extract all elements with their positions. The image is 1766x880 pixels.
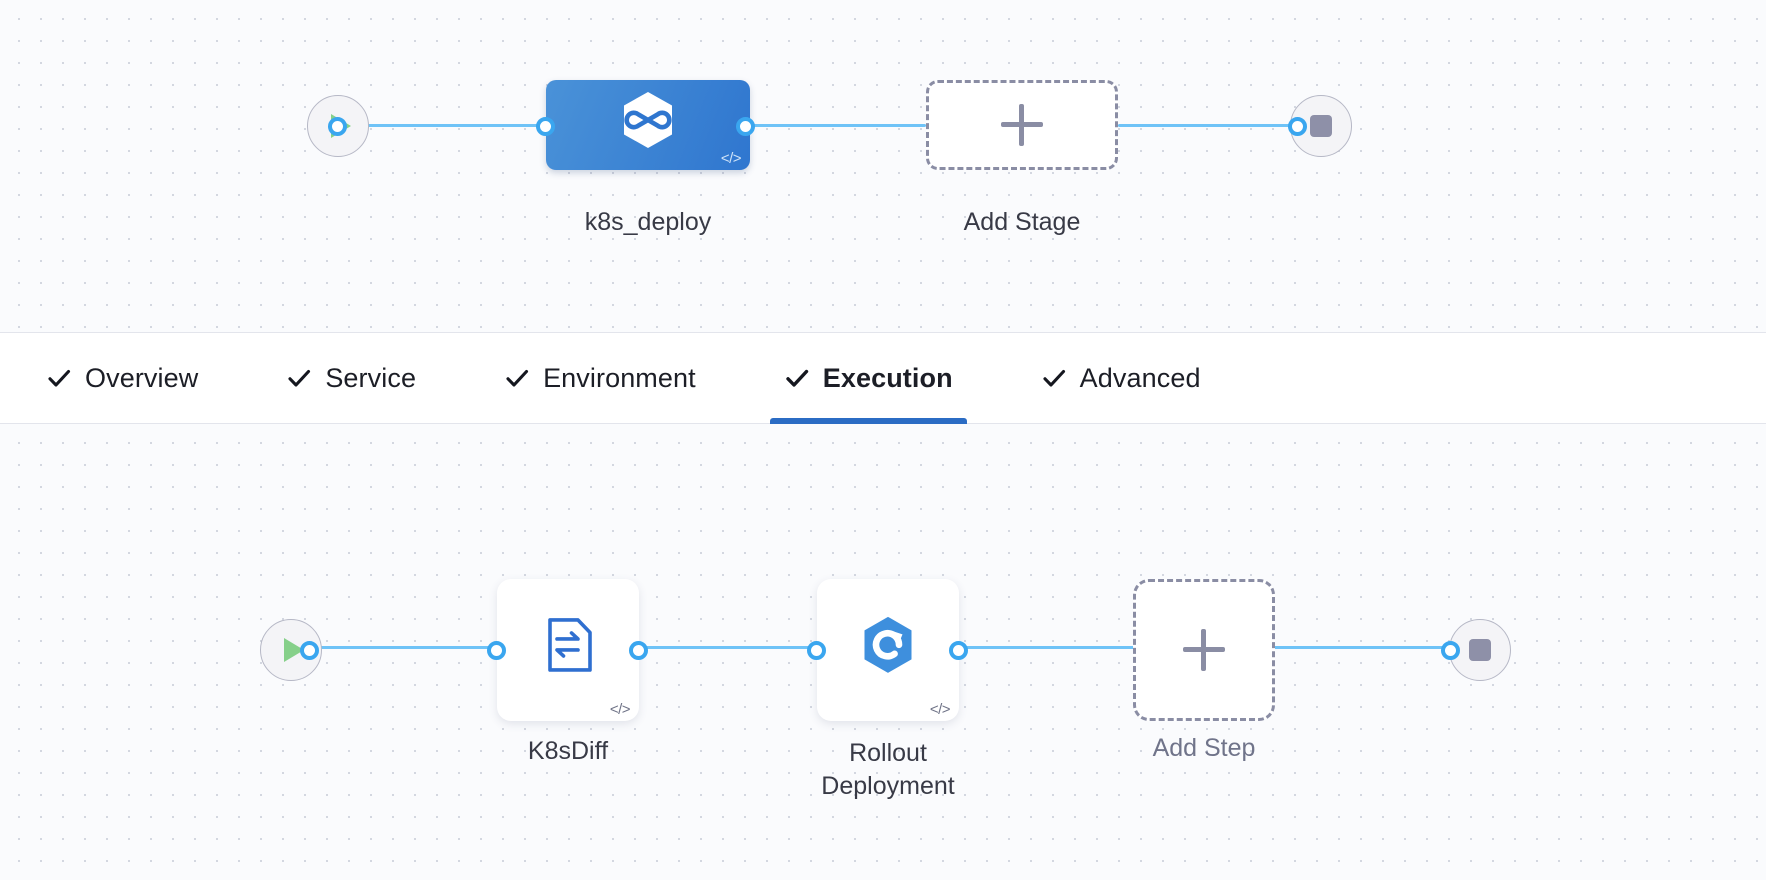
check-icon bbox=[784, 365, 810, 391]
step-end-node[interactable] bbox=[1449, 619, 1511, 681]
k8s-deploy-in-port[interactable] bbox=[536, 117, 555, 136]
stage-start-out-port[interactable] bbox=[328, 117, 347, 136]
check-icon bbox=[504, 365, 530, 391]
check-icon bbox=[286, 365, 312, 391]
plus-icon bbox=[1001, 104, 1043, 146]
connector-start-to-k8sdiff bbox=[300, 646, 510, 649]
connector-start-to-k8s-deploy bbox=[340, 124, 554, 127]
connector-k8sdiff-to-rollout bbox=[628, 646, 818, 649]
tab-label-advanced: Advanced bbox=[1079, 362, 1201, 393]
add-step-label: Add Step bbox=[1152, 734, 1256, 762]
check-icon bbox=[46, 365, 72, 391]
k8sdiff-in-port[interactable] bbox=[487, 641, 506, 660]
tab-label-overview: Overview bbox=[85, 362, 199, 393]
tab-label-service: Service bbox=[325, 362, 417, 393]
step-label-rollout-line1: Rollout bbox=[849, 739, 927, 767]
tab-label-execution: Execution bbox=[822, 362, 953, 393]
add-step-button[interactable] bbox=[1133, 579, 1275, 721]
step-label-rollout-line2: Deployment bbox=[821, 772, 955, 801]
step-end-in-port[interactable] bbox=[1441, 641, 1460, 660]
step-label-rollout-deployment: Rollout Deployment bbox=[787, 737, 989, 804]
connector-add-step-to-end bbox=[1260, 646, 1450, 649]
step-node-k8sdiff[interactable]: </> bbox=[497, 579, 639, 721]
stage-graph-canvas[interactable]: </> k8s_deploy Add Stage bbox=[0, 0, 1766, 332]
tab-overview[interactable]: Overview bbox=[32, 333, 212, 423]
harness-hexagon-infinity-icon bbox=[621, 91, 675, 154]
k8sdiff-out-port[interactable] bbox=[629, 641, 648, 660]
tab-label-environment: Environment bbox=[543, 362, 696, 393]
document-swap-arrows-icon bbox=[540, 616, 596, 679]
k8s-hexagon-rollout-icon bbox=[857, 614, 919, 681]
tab-advanced[interactable]: Advanced bbox=[1027, 333, 1215, 423]
step-start-node[interactable] bbox=[260, 619, 322, 681]
stop-icon bbox=[1310, 115, 1332, 137]
play-icon bbox=[284, 638, 304, 662]
code-badge-icon: </> bbox=[720, 150, 742, 167]
stage-node-k8s-deploy[interactable]: </> bbox=[546, 80, 750, 170]
code-badge-icon: </> bbox=[929, 701, 951, 718]
connector-add-stage-to-end bbox=[1118, 124, 1298, 127]
code-badge-icon: </> bbox=[609, 701, 631, 718]
stage-end-in-port[interactable] bbox=[1288, 117, 1307, 136]
step-row: </> K8sDiff </> Rollout Dep bbox=[0, 424, 1766, 880]
add-stage-label: Add Stage bbox=[963, 208, 1081, 236]
connector-k8s-deploy-to-add-stage bbox=[746, 124, 926, 127]
tab-execution[interactable]: Execution bbox=[769, 333, 967, 424]
k8s-deploy-out-port[interactable] bbox=[736, 117, 755, 136]
step-label-k8sdiff: K8sDiff bbox=[527, 737, 609, 765]
stop-icon bbox=[1469, 639, 1491, 661]
tab-environment[interactable]: Environment bbox=[490, 333, 710, 423]
stage-config-tabs: Overview Service Environment bbox=[0, 332, 1766, 424]
tab-service[interactable]: Service bbox=[272, 333, 430, 423]
check-icon bbox=[1041, 365, 1067, 391]
stage-label-k8s-deploy: k8s_deploy bbox=[584, 208, 712, 236]
execution-graph-canvas[interactable]: </> K8sDiff </> Rollout Dep bbox=[0, 424, 1766, 880]
step-start-out-port[interactable] bbox=[300, 641, 319, 660]
connector-rollout-to-add-step bbox=[948, 646, 1138, 649]
stage-row: </> k8s_deploy Add Stage bbox=[0, 0, 1766, 332]
rollout-out-port[interactable] bbox=[949, 641, 968, 660]
plus-icon bbox=[1183, 629, 1225, 671]
rollout-in-port[interactable] bbox=[807, 641, 826, 660]
add-stage-button[interactable] bbox=[926, 80, 1118, 170]
step-node-rollout-deployment[interactable]: </> bbox=[817, 579, 959, 721]
